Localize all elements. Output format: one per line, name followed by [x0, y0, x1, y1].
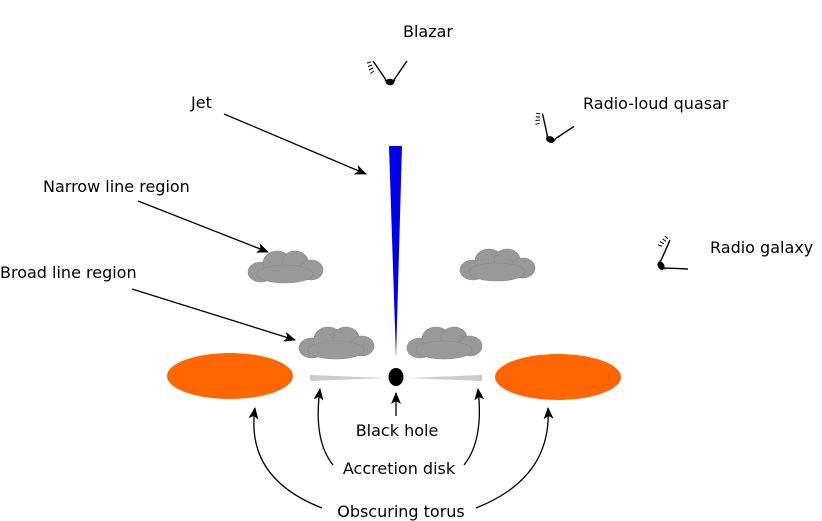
jet [389, 146, 402, 358]
label-obscuring-torus: Obscuring torus [337, 502, 465, 521]
label-narrow-line-region: Narrow line region [43, 177, 190, 196]
label-blazar: Blazar [403, 22, 453, 41]
jet-pointer [223, 113, 367, 175]
torus-pointer-left [248, 407, 323, 509]
eye-icon [645, 234, 689, 283]
obscuring-torus-left [167, 353, 293, 399]
broad-line-cloud-right [406, 326, 483, 360]
accretion-disk-pointer-right [463, 388, 485, 466]
broad-line-pointer [131, 288, 296, 342]
label-accretion-disk: Accretion disk [343, 459, 456, 478]
narrow-line-cloud-right [459, 248, 536, 282]
narrow-line-cloud-left [247, 250, 324, 284]
accretion-disk-right [408, 375, 482, 381]
label-black-hole: Black hole [356, 421, 439, 440]
label-radio-loud-quasar: Radio-loud quasar [583, 94, 729, 113]
accretion-disk-left [310, 375, 384, 381]
torus-pointer-right [475, 407, 554, 509]
eye-icon [527, 110, 575, 150]
label-jet: Jet [190, 93, 212, 112]
label-radio-galaxy: Radio galaxy [710, 238, 813, 257]
obscuring-torus-right [495, 354, 621, 400]
narrow-line-pointer [137, 200, 269, 253]
eye-icon [366, 60, 408, 86]
accretion-disk-pointer-left [313, 388, 334, 466]
broad-line-cloud-left [298, 326, 375, 360]
black-hole [388, 368, 404, 386]
label-broad-line-region: Broad line region [0, 263, 137, 282]
